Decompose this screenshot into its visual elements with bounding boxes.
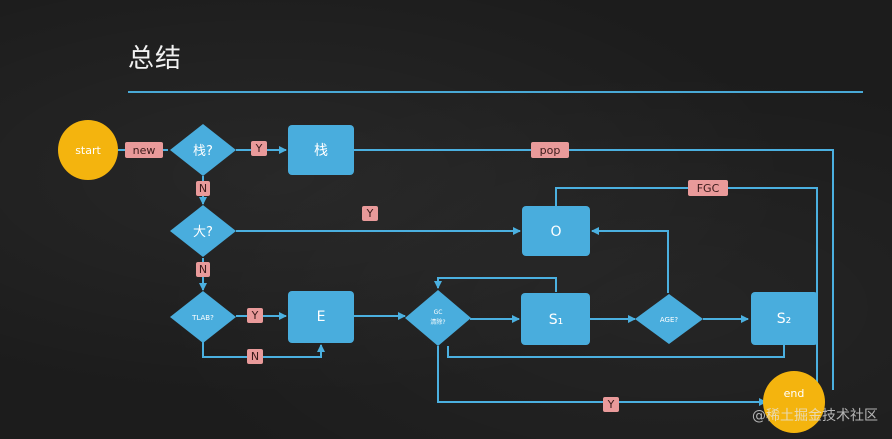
stack-no-tag-label: N	[199, 182, 207, 195]
e-box	[288, 291, 354, 343]
stack-no-tag	[196, 181, 210, 196]
start-label: start	[75, 144, 101, 157]
tlab-decision-label: TLAB?	[191, 314, 214, 322]
gc-decision-label-line2: 清除?	[430, 318, 445, 326]
stack-decision	[170, 124, 236, 176]
pop-tag	[531, 142, 569, 158]
fgc-tag-label: FGC	[697, 182, 720, 195]
gc-yes-tag	[603, 397, 619, 412]
stack-box	[288, 125, 354, 175]
big-yes-tag	[362, 206, 378, 221]
start-node	[58, 120, 118, 180]
new-tag-label: new	[133, 144, 156, 157]
age-decision-label: AGE?	[660, 316, 679, 324]
o-box	[522, 206, 590, 256]
big-decision	[170, 205, 236, 257]
stack-yes-tag-label: Y	[255, 142, 263, 155]
end-node	[763, 371, 825, 433]
edge-age-to-o	[591, 227, 669, 293]
s1-box-label: S₁	[549, 312, 564, 328]
new-tag	[125, 142, 163, 158]
o-box-label: O	[550, 224, 561, 240]
edge-fgc	[555, 187, 818, 390]
tlab-decision	[170, 291, 236, 343]
s2-box	[751, 292, 818, 345]
gc-decision-label-line1: GC	[434, 309, 443, 316]
fgc-tag	[688, 180, 728, 196]
tlab-no-tag-label: N	[251, 350, 259, 363]
edge-gc-yes-to-end	[437, 346, 767, 406]
tlab-yes-tag-label: Y	[251, 309, 259, 322]
slide-title: 总结	[128, 44, 183, 74]
tlab-no-tag	[247, 349, 263, 364]
edge-pop	[354, 149, 834, 390]
pop-tag-label: pop	[540, 144, 561, 157]
title-divider	[128, 91, 863, 93]
stack-yes-tag	[251, 141, 267, 156]
watermark: @稀土掘金技术社区	[752, 408, 878, 424]
gc-decision	[405, 290, 471, 346]
big-no-tag-label: N	[199, 263, 207, 276]
edge-s2-back	[447, 345, 785, 358]
age-decision	[635, 294, 703, 344]
big-decision-label: 大?	[193, 225, 213, 240]
edge-s1-back-to-gc	[434, 277, 557, 292]
stack-box-label: 栈	[314, 143, 328, 159]
connectors	[117, 146, 834, 406]
gc-yes-tag-label: Y	[607, 398, 615, 411]
s1-box	[521, 293, 590, 345]
stack-decision-label: 栈?	[193, 144, 213, 159]
big-yes-tag-label: Y	[366, 207, 374, 220]
e-box-label: E	[317, 309, 326, 325]
tlab-yes-tag	[247, 308, 263, 323]
big-no-tag	[196, 262, 210, 277]
s2-box-label: S₂	[777, 311, 792, 327]
end-label: end	[784, 387, 805, 400]
